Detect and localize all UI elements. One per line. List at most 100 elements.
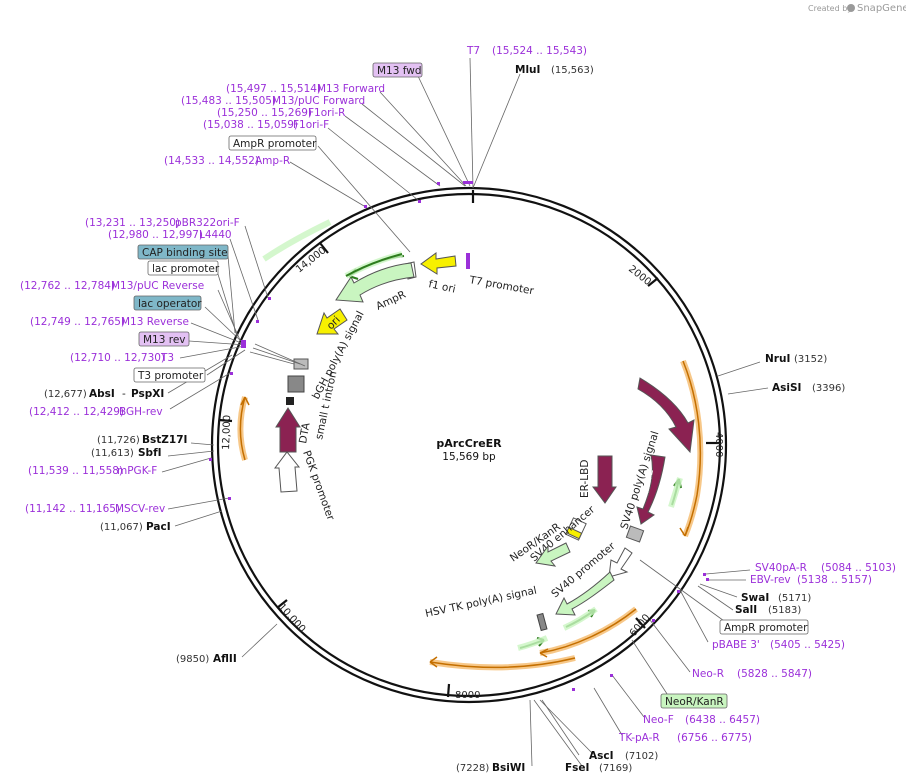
snapgene-logo-icon	[847, 4, 855, 12]
dta-label: DTA	[297, 421, 313, 444]
primer-bghrev[interactable]: BGH-rev	[119, 406, 163, 418]
er-lbd-feature	[592, 455, 617, 504]
t3-promoter-label: T3 promoter	[137, 370, 204, 382]
enzyme-sali-pos: (5183)	[768, 605, 801, 616]
enzyme-asci-pos: (7102)	[625, 751, 658, 762]
small-t-intron-feature	[287, 375, 305, 393]
t7-promoter-label: T7 promoter	[467, 274, 535, 297]
sv40-promoter-feature	[608, 547, 633, 578]
f1-ori-label: f1 ori	[427, 278, 456, 295]
primer-mpgkf[interactable]: mPGK-F	[117, 465, 157, 477]
tick-12000: 12,000	[221, 415, 233, 450]
t7-promoter-feature	[466, 253, 470, 269]
enzyme-mlui[interactable]: MluI	[515, 64, 540, 76]
enzyme-sbfi-pos: (11,613)	[91, 448, 134, 459]
primer-sv40par-pos: (5084 .. 5103)	[821, 562, 896, 574]
enzyme-swai-pos: (5171)	[778, 593, 811, 604]
pgk-promoter-feature	[274, 451, 301, 493]
snapgene-brand: SnapGene	[857, 3, 906, 14]
enzyme-absi-pos: (12,677)	[44, 389, 87, 400]
ert2-label: ERT2	[640, 468, 656, 495]
enzyme-bsiwi[interactable]: BsiWI	[492, 762, 525, 774]
primer-bghrev-pos: (12,412 .. 12,429)	[29, 406, 124, 418]
m13-rev-box[interactable]	[138, 331, 190, 347]
primer-ampr-pos: (14,533 .. 14,552)	[164, 155, 259, 167]
primer-m13fwd: M13 fwd	[377, 65, 422, 77]
primer-mpgkf-pos: (11,539 .. 11,558)	[28, 465, 123, 477]
enzyme-separator: -	[122, 388, 126, 400]
enzyme-paci[interactable]: PacI	[146, 521, 171, 533]
primer-neor-pos: (5828 .. 5847)	[737, 668, 812, 680]
t3-promoter-box[interactable]	[133, 367, 206, 383]
ampr-promoter-top-box[interactable]	[228, 135, 317, 151]
primer-neof[interactable]: Neo-F	[643, 714, 674, 726]
primer-sv40par[interactable]: SV40pA-R	[755, 562, 807, 574]
ampr-promoter-right-label: AmpR promoter	[724, 622, 808, 634]
primer-ampr[interactable]: Amp-R	[255, 155, 290, 167]
cap-binding-site-label: CAP binding site	[142, 247, 228, 259]
primer-pbabe-pos: (5405 .. 5425)	[770, 639, 845, 651]
m13-fwd-box[interactable]	[372, 62, 423, 78]
primer-m13reverse[interactable]: M13 Reverse	[121, 316, 189, 328]
hsv-tk-polya-feature	[536, 612, 548, 632]
enzyme-paci-pos: (11,067)	[100, 522, 143, 533]
primer-t3[interactable]: T3	[160, 352, 174, 364]
primer-f1orif[interactable]: F1ori-F	[293, 119, 329, 131]
lac-promoter-box[interactable]	[147, 260, 219, 276]
primer-ebvrev[interactable]: EBV-rev	[750, 574, 791, 586]
plasmid-name: pArcCreER	[436, 437, 502, 450]
primer-neor[interactable]: Neo-R	[692, 668, 724, 680]
enzyme-aflii-pos: (9850)	[176, 654, 209, 665]
primer-m13rev: M13 rev	[143, 334, 186, 346]
lac-operator-box[interactable]	[133, 295, 202, 311]
neokan-label: NeoR/KanR	[665, 696, 724, 708]
primer-l4440[interactable]: L4440	[199, 229, 232, 241]
primer-mscvrev[interactable]: MSCV-rev	[115, 503, 165, 515]
enzyme-fsei[interactable]: FseI	[565, 762, 589, 774]
primer-m13forward[interactable]: M13 Forward	[317, 83, 385, 95]
primer-f1orif-pos: (15,038 .. 15,059)	[203, 119, 298, 131]
er-lbd-label: ER-LBD	[579, 460, 591, 498]
lac-operator-label: lac operator	[138, 298, 202, 310]
orange-orf-arcs	[237, 359, 704, 671]
primer-marks	[209, 181, 709, 691]
enzyme-asisi[interactable]: AsiSI	[772, 382, 801, 394]
enzyme-bstz[interactable]: BstZ17I	[142, 434, 187, 446]
leader-lines	[161, 57, 769, 767]
ampr-feature	[335, 262, 415, 303]
ampr-label: AmpR	[374, 289, 408, 313]
ampr-promoter-top-label: AmpR promoter	[233, 138, 317, 150]
enzyme-sbfi[interactable]: SbfI	[138, 447, 162, 459]
enzyme-asci[interactable]: AscI	[589, 750, 614, 762]
enzyme-absi[interactable]: AbsI	[89, 388, 115, 400]
primer-f1orir-pos: (15,250 .. 15,269)	[217, 107, 312, 119]
primer-pbr322-pos: (13,231 .. 13,250)	[85, 217, 180, 229]
primer-pbr322[interactable]: pBR322ori-F	[175, 217, 240, 229]
position-ticks	[218, 190, 719, 698]
cre-feature	[637, 377, 695, 454]
primer-mscvrev-pos: (11,142 .. 11,165)	[25, 503, 120, 515]
enzyme-pspxi[interactable]: PspXI	[131, 388, 164, 400]
plasmid-length: 15,569 bp	[442, 451, 496, 463]
ampr-promoter-right-box[interactable]	[719, 619, 809, 635]
primer-f1orir[interactable]: F1ori-R	[308, 107, 345, 119]
cap-binding-site-box[interactable]	[137, 244, 229, 260]
primer-m13puc[interactable]: M13/pUC Forward	[272, 95, 365, 107]
primer-t7[interactable]: T7	[466, 45, 480, 57]
primer-tkpar-pos: (6756 .. 6775)	[677, 732, 752, 744]
tick-8000: 8000	[455, 690, 480, 701]
neokan-inner-feature	[535, 542, 571, 567]
ori-feature	[316, 308, 348, 335]
primer-m13puc-pos: (15,483 .. 15,505)	[181, 95, 276, 107]
enzyme-sali[interactable]: SalI	[735, 604, 757, 616]
enzyme-fsei-pos: (7169)	[599, 763, 632, 774]
hsv-tk-polya-label: HSV TK poly(A) signal	[424, 585, 538, 620]
enzyme-nrui[interactable]: NruI	[765, 353, 790, 365]
enzyme-aflii[interactable]: AflII	[213, 653, 237, 665]
primer-tkpar[interactable]: TK-pA-R	[618, 732, 660, 744]
neokan-box[interactable]	[660, 693, 728, 709]
enzyme-swai[interactable]: SwaI	[741, 592, 769, 604]
primer-m13pucrev[interactable]: M13/pUC Reverse	[111, 280, 204, 292]
ert2-feature	[636, 454, 666, 525]
primer-pbabe[interactable]: pBABE 3'	[712, 639, 760, 651]
